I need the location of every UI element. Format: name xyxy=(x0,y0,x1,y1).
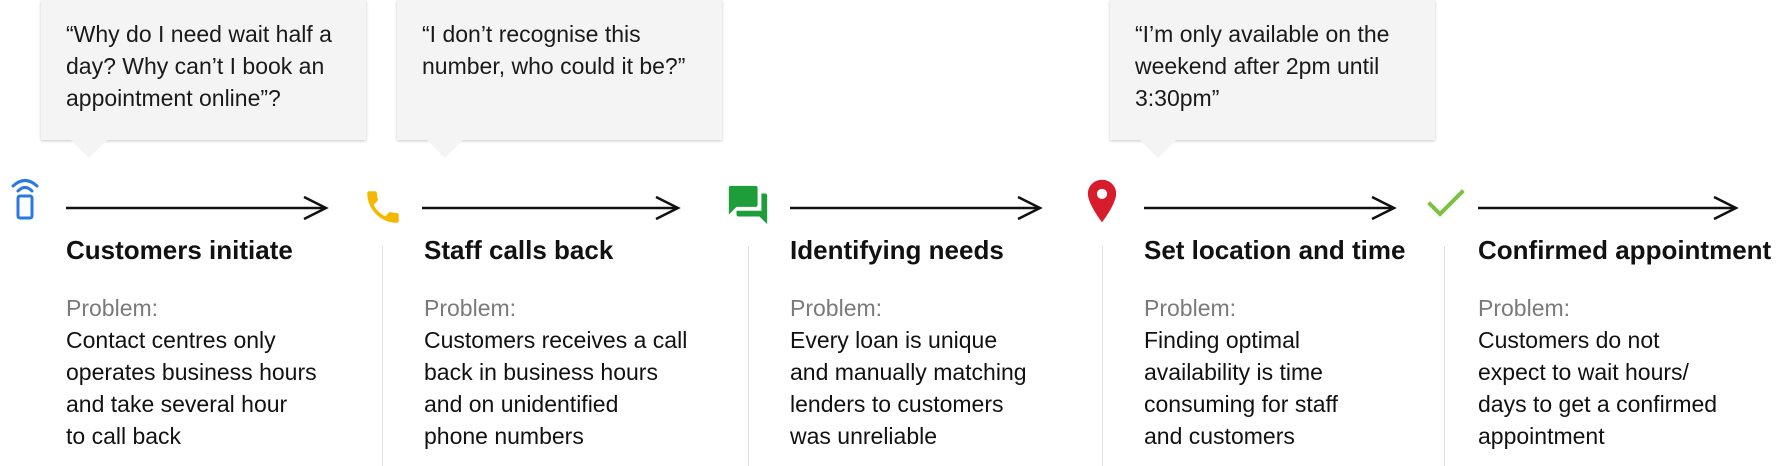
problem-text: Every loan is unique and manually matchi… xyxy=(790,327,1027,449)
problem-text: Finding optimal availability is time con… xyxy=(1144,327,1338,449)
quote-bubble-1: “Why do I need wait half a day? Why can’… xyxy=(41,0,366,158)
divider-3 xyxy=(1102,246,1103,466)
flow-arrow-4 xyxy=(1144,196,1397,220)
problem-label: Problem: xyxy=(1144,295,1237,321)
quote-bubble-2: “I don’t recognise this number, who coul… xyxy=(397,0,722,158)
problem-text: Customers do not expect to wait hours/ d… xyxy=(1478,327,1718,449)
checkmark-icon xyxy=(1427,189,1465,217)
divider-1 xyxy=(382,246,383,466)
step-staff-calls-back: Staff calls back Problem: Customers rece… xyxy=(424,234,687,452)
step-title: Identifying needs xyxy=(790,235,1004,265)
step-title: Staff calls back xyxy=(424,235,614,265)
chat-icon xyxy=(728,185,768,225)
quote-bubble-3: “I’m only available on the weekend after… xyxy=(1110,0,1435,158)
flow-arrow-2 xyxy=(422,196,681,220)
location-pin-icon xyxy=(1087,179,1117,223)
flow-arrow-3 xyxy=(790,196,1043,220)
problem-label: Problem: xyxy=(1478,295,1571,321)
quote-text-1: “Why do I need wait half a day? Why can’… xyxy=(66,21,332,111)
problem-label: Problem: xyxy=(424,295,517,321)
quote-text-3: “I’m only available on the weekend after… xyxy=(1135,21,1390,111)
problem-label: Problem: xyxy=(66,295,159,321)
problem-text: Contact centres only operates business h… xyxy=(66,327,317,449)
step-title: Customers initiate xyxy=(66,235,293,265)
problem-text: Customers receives a call back in busine… xyxy=(424,327,688,449)
quote-text-2: “I don’t recognise this number, who coul… xyxy=(422,21,686,79)
step-title: Set location and time xyxy=(1144,235,1406,265)
phone-icon xyxy=(367,191,399,223)
mobile-signal-icon xyxy=(11,179,39,220)
problem-label: Problem: xyxy=(790,295,883,321)
divider-2 xyxy=(748,246,749,466)
step-confirmed-appointment: Confirmed appointment Problem: Customers… xyxy=(1478,234,1771,452)
step-identifying-needs: Identifying needs Problem: Every loan is… xyxy=(790,234,1027,452)
flow-arrow-5 xyxy=(1478,196,1739,220)
step-customers-initiate: Customers initiate Problem: Contact cent… xyxy=(66,234,317,452)
flow-arrow-1 xyxy=(66,196,329,220)
step-title: Confirmed appointment xyxy=(1478,235,1772,265)
divider-4 xyxy=(1444,246,1445,466)
step-set-location-and-time: Set location and time Problem: Finding o… xyxy=(1144,234,1406,452)
